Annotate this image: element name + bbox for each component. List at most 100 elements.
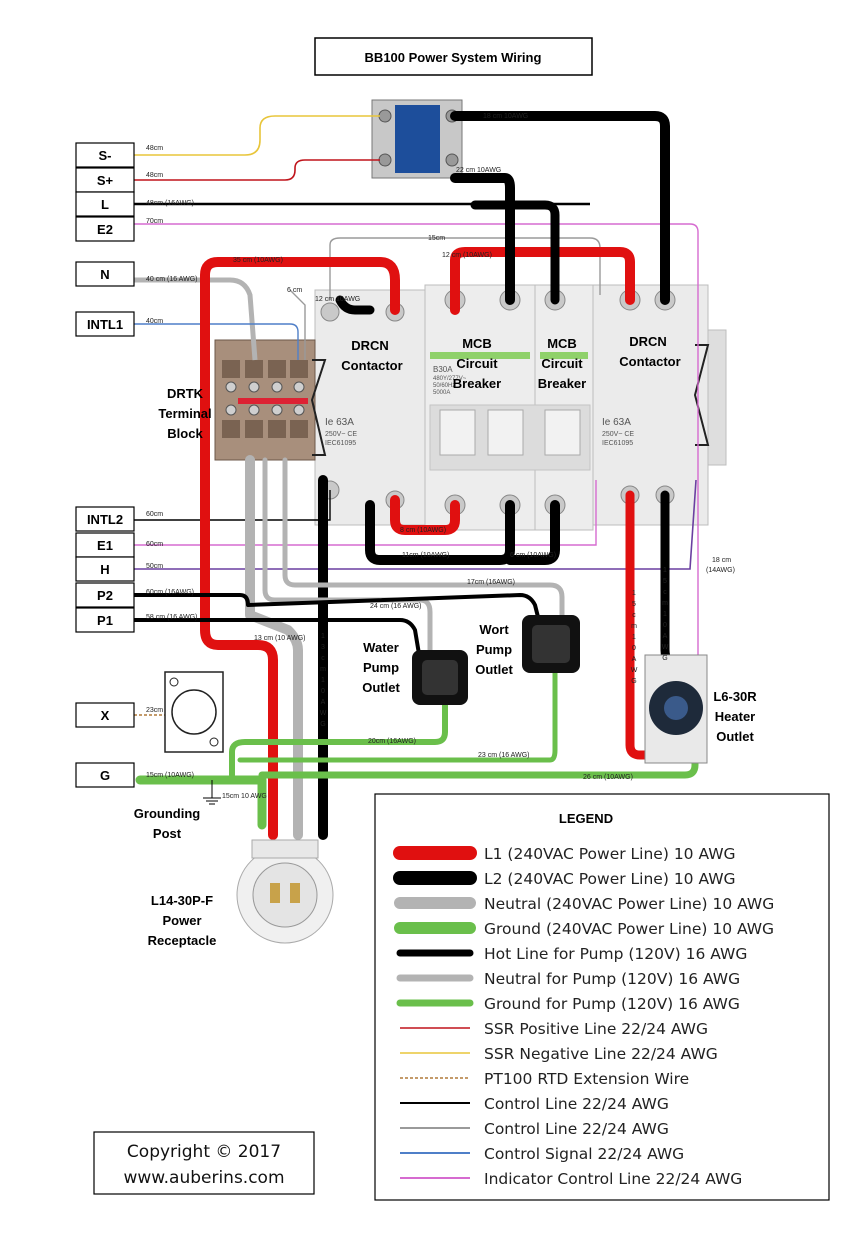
legend-label: Neutral for Pump (120V) 16 AWG	[484, 970, 740, 988]
wire-label: 24 cm (16 AWG)	[370, 603, 421, 610]
terminal-wire-label: 40cm	[146, 318, 163, 325]
right-contactor-rating: Ie 63A	[602, 417, 631, 428]
rtd-plate	[164, 671, 224, 753]
mcb2-label-3: Breaker	[538, 376, 586, 391]
water-pump-label-1: Water	[363, 640, 399, 655]
wire-label: (14AWG)	[706, 567, 735, 574]
legend-title: LEGEND	[559, 811, 613, 826]
left-contactor-rating: Ie 63A	[325, 417, 354, 428]
left-contactor-standard: IEC61095	[325, 440, 356, 447]
terminal-box-n	[75, 261, 135, 287]
breaker-voltage: 480Y/277V~	[433, 376, 467, 382]
drcn-left-label-1: DRCN	[351, 338, 389, 353]
terminal-label: S-	[99, 148, 112, 163]
wire-label: 17cm (16AWG)	[467, 579, 515, 586]
grounding-label-1: Grounding	[134, 806, 200, 821]
mcb2-label-1: MCB	[547, 336, 577, 351]
breaker-print: B30A 480Y/277V~ 50/60Hz 5000A	[433, 365, 467, 396]
drtk-terminal-block	[214, 339, 316, 461]
mcb1-label-3: Breaker	[453, 376, 501, 391]
terminal-wire-label: 60cm (16AWG)	[146, 589, 194, 596]
legend-label: Indicator Control Line 22/24 AWG	[484, 1170, 742, 1188]
terminal-wire-label: 48cm (16AWG)	[146, 200, 194, 207]
receptacle-label-1: L14-30P-F	[151, 893, 213, 908]
drcn-right-label-2: Contactor	[619, 354, 680, 369]
terminal-label: INTL1	[87, 317, 123, 332]
receptacle-label-3: Receptacle	[148, 933, 217, 948]
wort-pump-outlet	[522, 615, 580, 673]
breaker-capacity: 5000A	[433, 390, 450, 396]
drcn-left-label-2: Contactor	[341, 358, 402, 373]
terminal-label: H	[100, 562, 109, 577]
breaker-frequency: 50/60Hz	[433, 383, 455, 389]
mcb2-label-2: Circuit	[541, 356, 583, 371]
wort-pump-label-3: Outlet	[475, 662, 513, 677]
terminal-label: G	[100, 768, 110, 783]
terminal-label: X	[101, 708, 110, 723]
terminal-box-e2	[75, 216, 135, 242]
terminal-label: S+	[97, 173, 114, 188]
legend-label: L2 (240VAC Power Line) 10 AWG	[484, 870, 736, 888]
water-pump-outlet	[412, 650, 468, 705]
terminal-wire-label: 60cm	[146, 511, 163, 518]
wire-label: 22 cm 10AWG	[456, 167, 501, 174]
wire-label: 20cm (16AWG)	[368, 738, 416, 745]
terminal-wire-label: 58 cm (16 AWG)	[146, 614, 197, 621]
drtk-label-3: Block	[167, 426, 203, 441]
legend-label: SSR Positive Line 22/24 AWG	[484, 1020, 708, 1038]
drtk-label-1: DRTK	[167, 386, 204, 401]
title-box: BB100 Power System Wiring	[314, 37, 593, 76]
wire-label: 35 cm (10AWG)	[233, 257, 283, 264]
legend-label: Control Signal 22/24 AWG	[484, 1145, 684, 1163]
terminal-box-x	[75, 702, 135, 728]
wire-label: 18 cm	[712, 557, 731, 564]
legend-label: Ground (240VAC Power Line) 10 AWG	[484, 920, 774, 938]
water-pump-label-2: Pump	[363, 660, 399, 675]
wire-label: 26 cm (10AWG)	[583, 774, 633, 781]
wire-label: 8 cm (10AWG)	[400, 527, 446, 534]
water-pump-label-3: Outlet	[362, 680, 400, 695]
terminal-box-h	[75, 556, 135, 582]
receptacle-label-2: Power	[162, 913, 201, 928]
terminal-wire-label: 70cm	[146, 218, 163, 225]
terminal-wire-label: 48cm	[146, 145, 163, 152]
din-rail-devices: Ie 63A 250V~ CE IEC61095 Ie 63A 250V~ CE…	[314, 284, 727, 531]
legend-label: Control Line 22/24 AWG	[484, 1095, 669, 1113]
terminal-box-p1	[75, 607, 135, 633]
terminal-box-e1	[75, 532, 135, 558]
breaker-rating: B30A	[433, 365, 453, 374]
terminal-box-intl2	[75, 506, 135, 532]
heater-outlet	[644, 654, 708, 764]
legend-label: Ground for Pump (120V) 16 AWG	[484, 995, 740, 1013]
left-contactor-voltage: 250V~ CE	[325, 431, 357, 438]
terminal-label: P2	[97, 588, 113, 603]
right-contactor-standard: IEC61095	[602, 440, 633, 447]
heater-label-3: Outlet	[716, 729, 754, 744]
wort-pump-label-1: Wort	[479, 622, 509, 637]
terminal-label: E1	[97, 538, 113, 553]
drcn-contactor-right	[592, 284, 709, 526]
terminal-label: E2	[97, 222, 113, 237]
terminal-label: L	[101, 197, 109, 212]
drtk-label-2: Terminal	[158, 406, 211, 421]
mcb1-label-1: MCB	[462, 336, 492, 351]
legend-label: Hot Line for Pump (120V) 16 AWG	[484, 945, 747, 963]
terminal-wire-label: 40 cm (16 AWG)	[146, 276, 197, 283]
wire-label: 11cm (10AWG)	[402, 552, 449, 559]
terminal-wire-label: 60cm	[146, 541, 163, 548]
wire-label: 23 cm (16 AWG)	[478, 752, 529, 759]
wire-label: 13 cm (10 AWG)	[254, 635, 305, 642]
terminal-wire-label: 15cm (10AWG)	[146, 772, 194, 779]
terminal-wire-label: 50cm	[146, 563, 163, 570]
wire-label: 6 cm (10AWG)	[510, 552, 556, 559]
terminal-box-s+	[75, 167, 135, 193]
right-contactor-voltage: 250V~ CE	[602, 431, 634, 438]
legend-label: PT100 RTD Extension Wire	[484, 1070, 689, 1088]
thin-wires	[134, 115, 699, 716]
wire-label: 12 cm (10AWG)	[442, 252, 492, 259]
legend-label: SSR Negative Line 22/24 AWG	[484, 1045, 718, 1063]
